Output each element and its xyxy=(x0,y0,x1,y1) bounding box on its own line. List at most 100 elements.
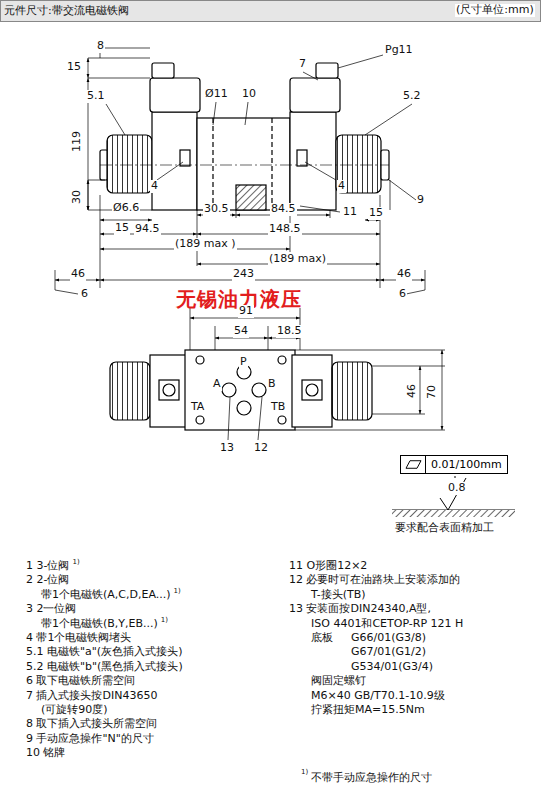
dimension-lines xyxy=(88,78,150,79)
valve-plan-view xyxy=(302,380,322,400)
footnote: 不带手动应急操作的尺寸 xyxy=(310,772,433,785)
valve-top-view xyxy=(150,78,200,112)
parts-list-item: 11 O形圈12×2 xyxy=(288,560,368,573)
callout-number: 5.1 xyxy=(86,90,106,103)
valve-top-view xyxy=(290,112,336,210)
parts-list-item: 8 取下插入式接头所需空间 xyxy=(25,718,159,731)
parts-list-item: 阀固定螺钉 xyxy=(310,675,367,688)
valve-top-view xyxy=(100,63,389,210)
dimension: 94.5 xyxy=(134,223,161,236)
valve-plan-view xyxy=(237,401,251,415)
parts-list-item: 4 带1个电磁铁阀堵头 xyxy=(25,632,133,645)
plan-dimensions xyxy=(295,350,445,351)
flatness-symbol xyxy=(401,456,425,473)
leader-lines xyxy=(305,162,336,180)
callout-number: 10 xyxy=(241,88,257,101)
dimension-lines xyxy=(55,290,78,294)
dimension-lines xyxy=(55,270,56,290)
note: 要求配合表面精加工 xyxy=(394,522,495,535)
dimension-lines xyxy=(88,58,89,78)
valve-plan-view xyxy=(332,362,372,420)
parts-list-item: G534/01(G3/4) xyxy=(350,661,434,674)
plan-dimensions xyxy=(295,430,445,431)
port-label: TA xyxy=(190,401,205,414)
valve-plan-view xyxy=(306,384,318,396)
callout-number: 4 xyxy=(337,180,346,193)
dimension-lines xyxy=(100,220,152,221)
valve-plan-view xyxy=(150,355,188,427)
parts-list-item: 3 2一位阀 xyxy=(25,603,78,616)
parts-list-item: 5.2 电磁铁"b"(黑色插入式接头) xyxy=(25,661,184,674)
callout-number: 12 xyxy=(253,442,269,455)
callout-number: 13 xyxy=(219,442,235,455)
valve-top-view xyxy=(180,150,190,166)
dimension-lines xyxy=(88,180,89,210)
parts-list-item: 带1个电磁铁(A,C,D,EA...) xyxy=(40,589,172,602)
flatness-symbol xyxy=(401,456,426,473)
footnote-mark: 1) xyxy=(300,768,309,776)
dimension: 148.5 xyxy=(268,223,302,236)
footnote-mark: 1) xyxy=(160,616,169,624)
plan-dimensions xyxy=(258,397,262,440)
valve-plan-view xyxy=(110,362,150,420)
valve-plan-view xyxy=(222,383,236,397)
parts-list-item: 9 手动应急操作"N"的尺寸 xyxy=(25,733,155,746)
dimension: 30 xyxy=(71,189,84,205)
tolerance-frame: 0.01/100mm xyxy=(400,455,508,474)
valve-plan-view xyxy=(196,416,204,424)
dimension-lines xyxy=(406,290,425,294)
dimension: 46 xyxy=(406,383,419,399)
dimension: 15 xyxy=(66,61,82,74)
plan-dimensions xyxy=(372,366,445,367)
valve-top-view xyxy=(290,78,340,112)
callout-number: 11 xyxy=(342,206,358,219)
valve-plan-view xyxy=(252,383,266,397)
parts-list-item: 1 3-位阀 xyxy=(25,560,70,573)
parts-list-item: T-接头(TB) xyxy=(310,589,367,602)
parts-list-item: 12 必要时可在油路块上安装添加的 xyxy=(288,574,462,587)
surface-finish-symbol xyxy=(392,510,515,517)
dimension-lines xyxy=(365,220,380,221)
valve-top-view xyxy=(107,135,152,193)
valve-top-view xyxy=(236,185,266,210)
dimension: 30.5 xyxy=(203,203,230,216)
port-label: A xyxy=(212,378,222,391)
dimension-lines xyxy=(330,210,331,218)
dimension: 6 xyxy=(398,288,407,301)
dimension: 46 xyxy=(70,268,86,281)
valve-top-view xyxy=(197,118,290,210)
dimension-lines xyxy=(100,195,101,288)
dimension: 6 xyxy=(80,288,89,301)
dimension: 54 xyxy=(233,325,249,338)
flatness-symbol xyxy=(406,461,421,469)
leader-lines xyxy=(303,72,318,80)
dimension: Ø11 xyxy=(204,88,229,101)
dimension: Ø6.6 xyxy=(112,202,140,215)
callout-number: 9 xyxy=(416,194,425,207)
plan-dimensions xyxy=(190,318,300,319)
dimension-lines xyxy=(88,58,150,59)
valve-top-view xyxy=(297,150,307,166)
valve-plan-view xyxy=(185,350,295,430)
plan-dimensions xyxy=(420,366,421,414)
dimension-lines xyxy=(236,210,237,218)
parts-list-item: 底板 xyxy=(310,632,334,645)
dimension-lines xyxy=(425,270,426,290)
plan-dimensions xyxy=(190,308,445,440)
leader-lines xyxy=(245,102,248,125)
port-label: B xyxy=(267,378,277,391)
dimension: (189 max) xyxy=(268,253,327,266)
header-title: 元件尺寸:带交流电磁铁阀 xyxy=(4,3,129,18)
leader-lines xyxy=(300,206,340,212)
parts-list-item: 10 铭牌 xyxy=(25,747,67,760)
tolerance-value: 0.01/100mm xyxy=(426,456,507,473)
dimension: 84.5 xyxy=(270,203,297,216)
dimension: 8 xyxy=(96,40,105,53)
plan-dimensions xyxy=(215,338,268,339)
valve-plan-view xyxy=(292,355,332,427)
leader-lines xyxy=(389,180,416,200)
parts-list-item: G67/01(G1/2) xyxy=(350,646,427,659)
valve-plan-view xyxy=(278,356,286,364)
parts-list-item: 拧紧扭矩MA=15.5Nm xyxy=(310,704,426,717)
